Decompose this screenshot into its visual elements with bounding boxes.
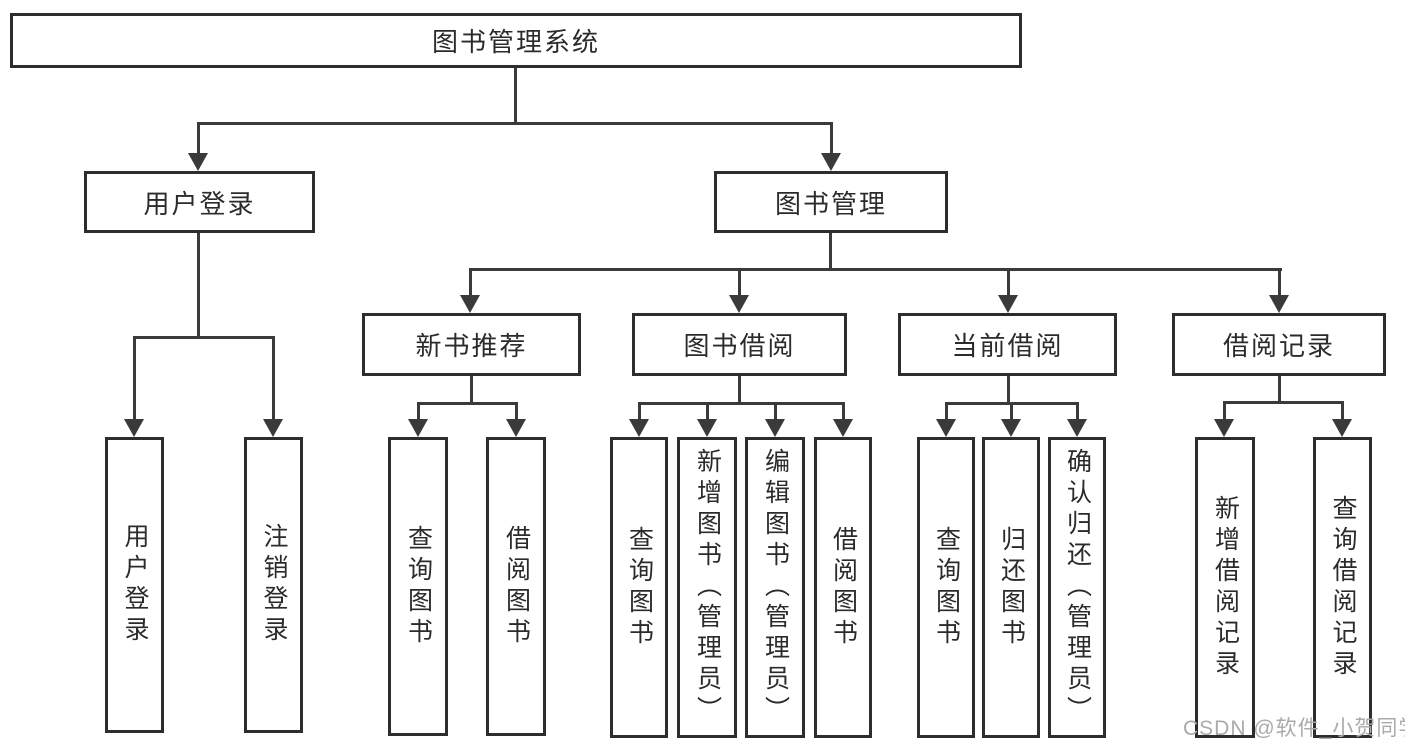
connector-line <box>706 402 709 421</box>
connector-line <box>1278 268 1281 298</box>
connector-line <box>1007 268 1010 298</box>
connector-line <box>1007 374 1010 405</box>
leaf-add-book-admin: 新增图书（管理员） <box>677 437 737 738</box>
node-label: 图书管理系统 <box>431 27 600 57</box>
connector-line <box>842 402 845 421</box>
arrow-down-icon <box>998 295 1018 313</box>
node-label: 用户登录 <box>121 523 149 647</box>
connector-line <box>197 122 833 125</box>
node-label: 注销登录 <box>260 523 288 647</box>
connector-line <box>1076 402 1079 421</box>
connector-line <box>830 122 833 156</box>
leaf-borrow-books-1: 借阅图书 <box>486 437 546 736</box>
connector-line <box>1341 401 1344 421</box>
connector-line <box>945 402 948 421</box>
arrow-down-icon <box>1269 295 1289 313</box>
node-label: 确认归还（管理员） <box>1063 448 1092 727</box>
arrow-down-icon <box>506 419 526 437</box>
arrow-down-icon <box>1067 419 1087 437</box>
node-label: 查询图书 <box>625 525 654 650</box>
node-book-borrowing: 图书借阅 <box>632 313 847 376</box>
arrow-down-icon <box>1332 419 1352 437</box>
arrow-down-icon <box>765 419 785 437</box>
connector-line <box>1010 402 1013 421</box>
node-label: 编辑图书（管理员） <box>761 448 790 727</box>
node-current-borrowing: 当前借阅 <box>898 313 1117 376</box>
connector-line <box>417 402 420 421</box>
leaf-query-books-3: 查询图书 <box>917 437 975 738</box>
connector-line <box>738 374 741 405</box>
node-label: 归还图书 <box>997 525 1026 650</box>
connector-line <box>638 402 641 421</box>
connector-line <box>638 402 845 405</box>
node-label: 新书推荐 <box>415 331 528 361</box>
node-label: 借阅记录 <box>1222 331 1335 361</box>
connector-line <box>470 374 473 405</box>
watermark: CSDN @软件_小贺同学 <box>1183 717 1405 740</box>
node-label: 图书借阅 <box>683 331 796 361</box>
node-label: 借阅图书 <box>829 525 858 650</box>
node-label: 借阅图书 <box>502 524 531 649</box>
node-library-management-system: 图书管理系统 <box>10 13 1022 68</box>
connector-line <box>1278 374 1281 404</box>
node-label: 新增图书（管理员） <box>693 448 722 727</box>
arrow-down-icon <box>833 419 853 437</box>
leaf-query-borrow-record: 查询借阅记录 <box>1313 437 1372 738</box>
node-label: 查询图书 <box>932 525 961 650</box>
arrow-down-icon <box>936 419 956 437</box>
leaf-return-books: 归还图书 <box>982 437 1040 738</box>
leaf-confirm-return-admin: 确认归还（管理员） <box>1048 437 1106 738</box>
connector-line <box>417 402 518 405</box>
arrow-down-icon <box>729 295 749 313</box>
node-label: 查询借阅记录 <box>1329 494 1357 681</box>
arrow-down-icon <box>460 295 480 313</box>
arrow-down-icon <box>263 419 283 437</box>
arrow-down-icon <box>821 153 841 171</box>
connector-line <box>197 122 200 156</box>
connector-line <box>469 268 1282 271</box>
connector-line <box>469 268 472 298</box>
arrow-down-icon <box>697 419 717 437</box>
arrow-down-icon <box>1214 419 1234 437</box>
connector-line <box>133 336 136 421</box>
leaf-add-borrow-record: 新增借阅记录 <box>1195 437 1255 738</box>
connector-line <box>133 336 275 339</box>
connector-line <box>1223 401 1226 421</box>
node-new-book-recommendation: 新书推荐 <box>362 313 581 376</box>
node-borrowing-records: 借阅记录 <box>1172 313 1386 376</box>
arrow-down-icon <box>629 419 649 437</box>
arrow-down-icon <box>408 419 428 437</box>
node-label: 新增借阅记录 <box>1211 494 1240 681</box>
connector-line <box>272 336 275 421</box>
arrow-down-icon <box>1001 419 1021 437</box>
node-label: 用户登录 <box>143 188 256 219</box>
leaf-query-books-2: 查询图书 <box>610 437 668 738</box>
node-label: 当前借阅 <box>951 331 1064 361</box>
node-book-management: 图书管理 <box>714 171 948 233</box>
connector-line <box>514 66 517 124</box>
leaf-user-login: 用户登录 <box>105 437 164 733</box>
leaf-borrow-books-2: 借阅图书 <box>814 437 872 738</box>
node-label: 查询图书 <box>404 524 433 649</box>
connector-line <box>829 231 832 271</box>
connector-line <box>197 231 200 339</box>
connector-line <box>1223 401 1344 404</box>
arrow-down-icon <box>124 419 144 437</box>
connector-line <box>738 268 741 298</box>
leaf-query-books-1: 查询图书 <box>388 437 448 736</box>
node-label: 图书管理 <box>774 188 887 219</box>
arrow-down-icon <box>188 153 208 171</box>
node-user-login: 用户登录 <box>84 171 315 233</box>
leaf-edit-book-admin: 编辑图书（管理员） <box>745 437 805 738</box>
leaf-logout: 注销登录 <box>244 437 303 733</box>
connector-line <box>515 402 518 421</box>
connector-line <box>774 402 777 421</box>
